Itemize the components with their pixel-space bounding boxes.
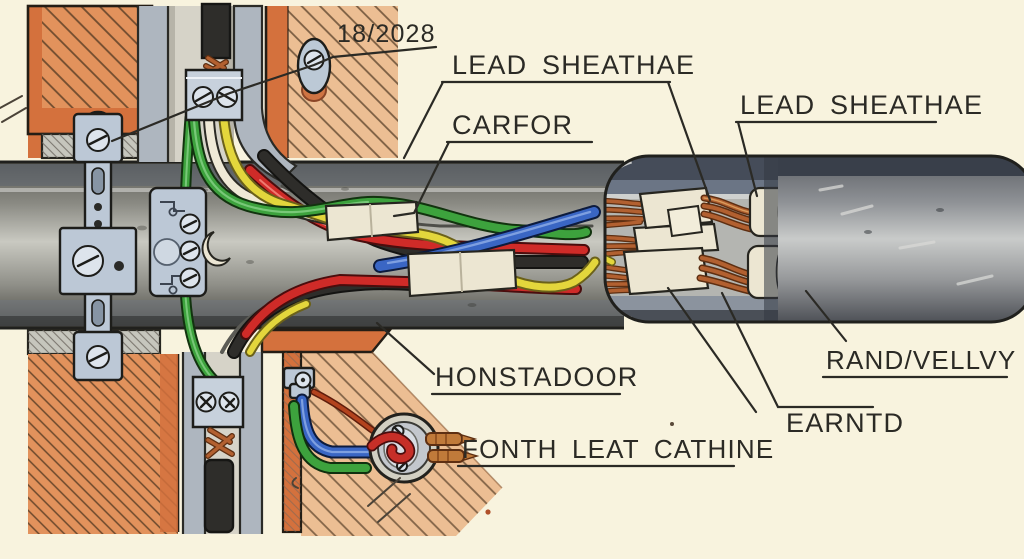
sheath-solid-section	[778, 156, 1024, 322]
label-gauge: 18/2028	[337, 20, 436, 48]
cable-wires	[188, 114, 601, 359]
label-honstadoor: HONSTADOOR	[435, 362, 639, 392]
label-lead-sheath-top: LEAD SHEATHAE	[452, 50, 695, 80]
insulating-sleeve-lower	[622, 246, 710, 296]
wall-bottom-left	[26, 328, 180, 534]
paper-speck	[485, 509, 491, 515]
device-cutout	[153, 238, 181, 266]
copper-twist-bottom	[205, 427, 235, 459]
round-connector	[366, 412, 480, 484]
device-screws	[179, 213, 201, 289]
incoming-cable-top	[184, 2, 244, 122]
labels: 18/2028 LEAD SHEATHAE CARFOR LEAD SHEATH…	[337, 20, 1016, 464]
copper-strands	[605, 197, 645, 297]
paper-speck-2	[670, 422, 674, 426]
leader-lead-sheath-right	[734, 120, 938, 198]
leader-fonth	[456, 286, 758, 468]
wall-plug	[296, 37, 332, 102]
red-loop-wire	[368, 432, 414, 463]
leader-lead-sheath-top	[402, 80, 712, 202]
spur-wires	[288, 388, 396, 474]
pipe-clamp	[58, 110, 138, 382]
outgoing-cable-bottom	[191, 375, 245, 534]
green-spur-wire	[290, 402, 370, 472]
leader-earntd	[720, 291, 875, 409]
copper-ferrule-terminals	[425, 432, 480, 463]
leader-gauge	[110, 45, 438, 143]
wall-strip-horizontal	[260, 328, 393, 354]
terminal-strip-device	[148, 186, 231, 298]
hook-fitting	[201, 231, 231, 267]
lead-sheath-cable	[603, 154, 1024, 324]
label-fonth-leat-cathine: FONTH LEAT CATHINE	[462, 434, 774, 464]
leader-lines	[110, 45, 1009, 468]
label-earntd: EARNTD	[786, 408, 904, 438]
wall-top-left	[26, 4, 154, 160]
leader-rand-vellvy	[804, 289, 1009, 379]
label-rand-vellvy: RAND/VELLVY	[826, 345, 1016, 375]
label-lead-sheath-right: LEAD SHEATHAE	[740, 90, 983, 120]
sketch-marks	[0, 95, 411, 523]
wall-top-center	[264, 6, 398, 158]
leader-carfor	[392, 140, 594, 218]
sleeve-collar	[666, 204, 704, 238]
leader-honstadoor	[375, 321, 622, 396]
label-carfor: CARFOR	[452, 110, 573, 140]
sheath-scratches	[818, 184, 994, 286]
